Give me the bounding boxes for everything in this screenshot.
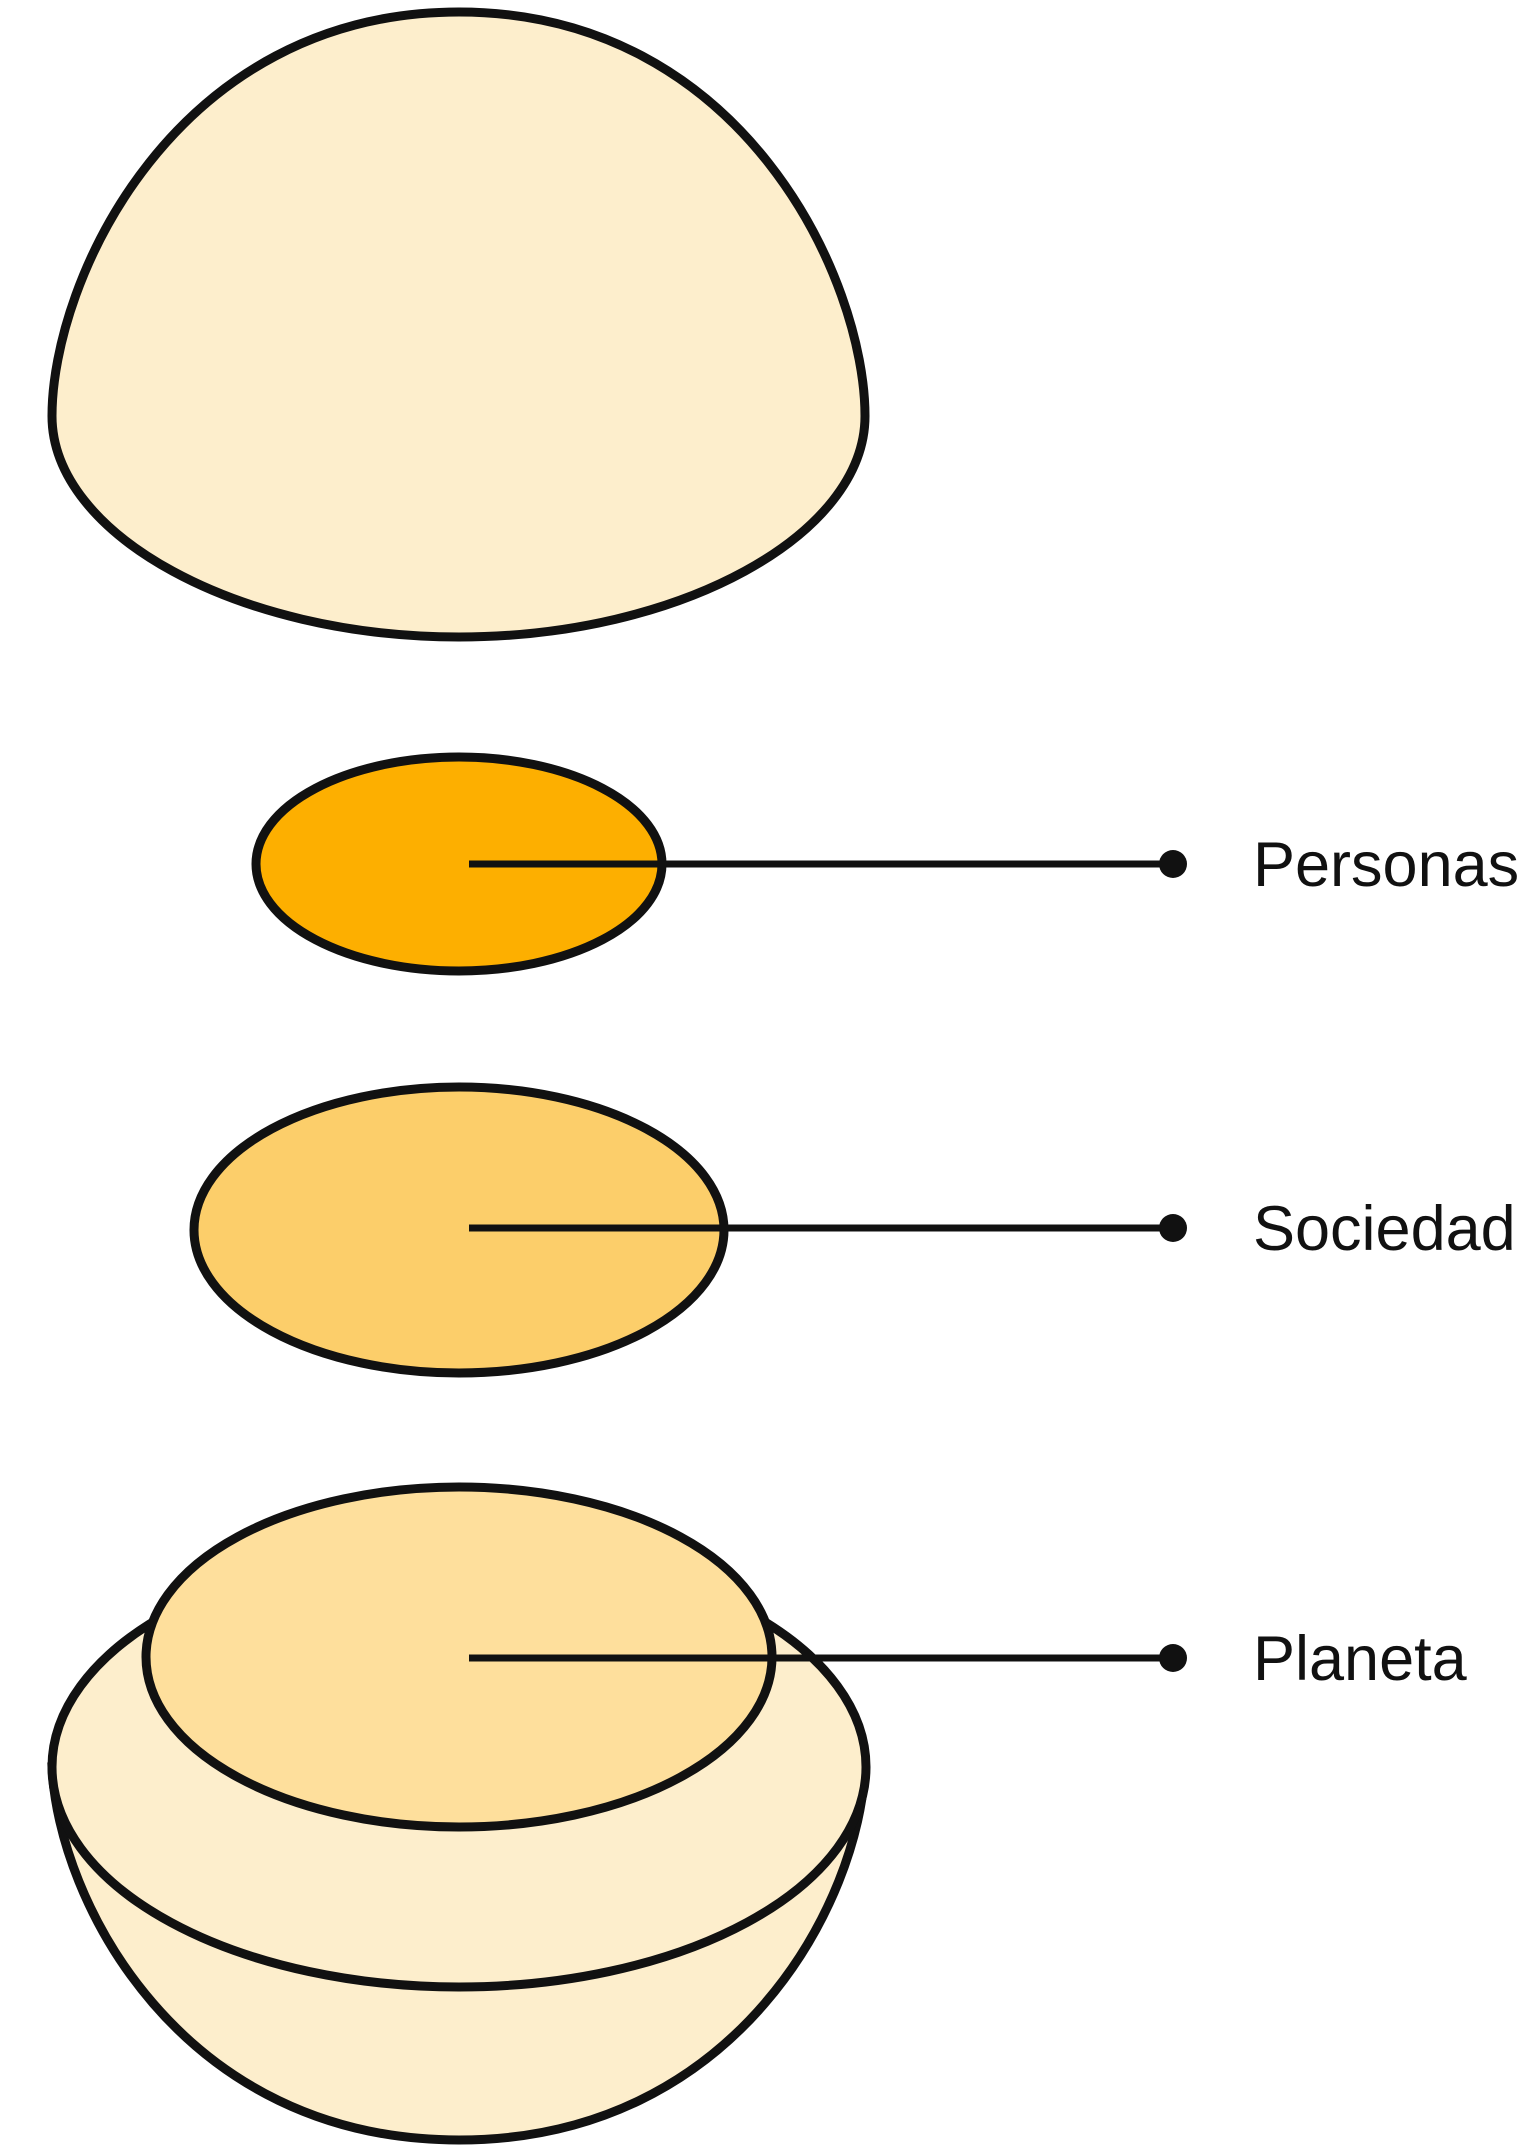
sociedad-leader-dot [1159,1214,1187,1242]
top-shell [52,12,865,637]
planeta-label: Planeta [1253,1624,1468,1694]
planeta-leader-dot [1159,1644,1187,1672]
personas-label: Personas [1253,830,1519,900]
personas-leader-dot [1159,850,1187,878]
sociedad-label: Sociedad [1253,1194,1516,1264]
